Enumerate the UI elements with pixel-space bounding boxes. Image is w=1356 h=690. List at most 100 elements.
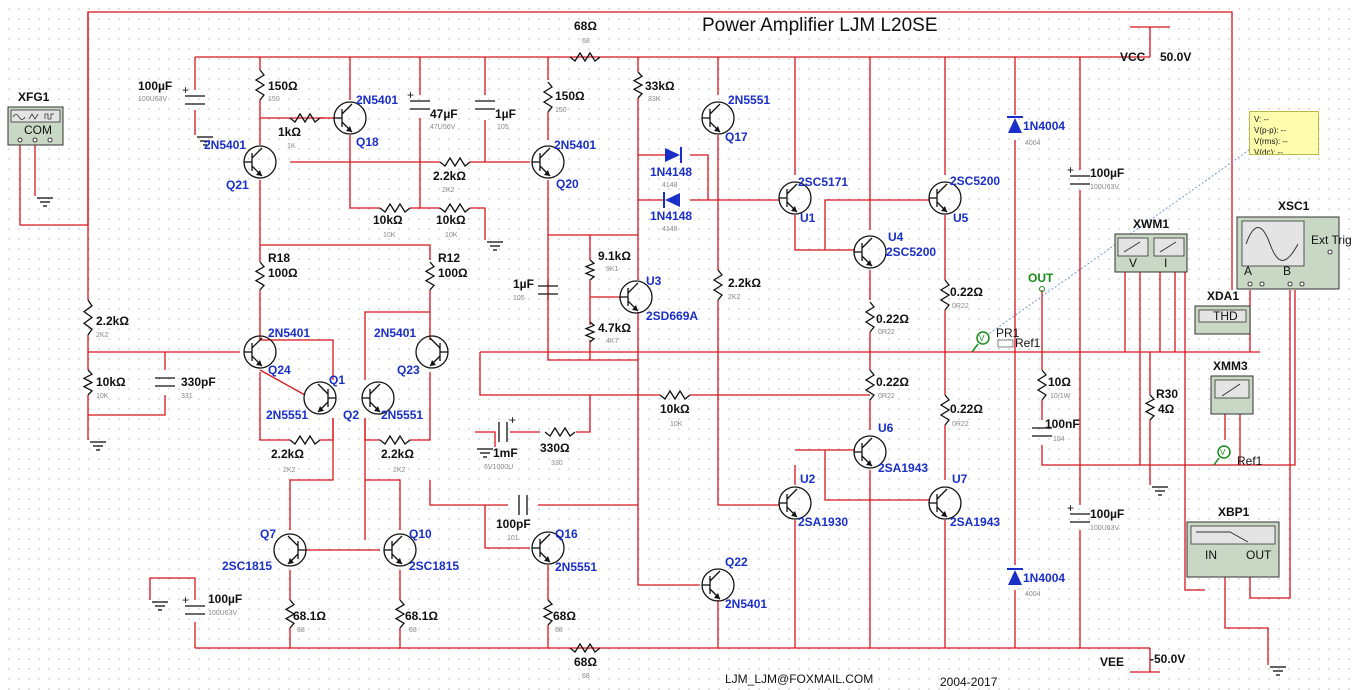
transistor-q20 [531, 145, 565, 179]
svg-text:100U63V: 100U63V [1090, 525, 1120, 532]
transistor-q21 [243, 145, 277, 179]
c-330p [155, 377, 175, 387]
r-022-b [939, 279, 951, 311]
svg-text:68Ω: 68Ω [553, 609, 576, 623]
svg-text:68: 68 [555, 627, 563, 634]
r-10k-fb [659, 389, 691, 401]
vcc-label: VCC [1120, 50, 1146, 64]
svg-text:Q22: Q22 [725, 555, 748, 569]
out-node-marker [1039, 286, 1045, 292]
r-68-c [542, 599, 554, 626]
multimeter-xmm3[interactable]: XMM3 [1210, 359, 1254, 415]
svg-text:2N5401: 2N5401 [268, 326, 310, 340]
svg-text:R30: R30 [1156, 387, 1178, 401]
svg-text:2K2: 2K2 [393, 467, 406, 474]
svg-text:1mF: 1mF [493, 446, 518, 460]
diode-1n4148-a [665, 147, 682, 163]
vcc-value: 50.0V [1160, 50, 1191, 64]
svg-text:V: V [1129, 256, 1137, 270]
diode-1n4004-b [1007, 568, 1023, 585]
svg-text:IN: IN [1205, 548, 1217, 562]
transistor-u2 [778, 486, 812, 520]
r-2k2-b [289, 434, 321, 446]
transistor-u1 [778, 181, 812, 215]
c-bot-100u: + [182, 593, 205, 615]
svg-text:150Ω: 150Ω [555, 89, 585, 103]
c-100n [1032, 427, 1052, 437]
svg-text:105: 105 [497, 124, 509, 131]
svg-text:100µF: 100µF [208, 592, 242, 606]
svg-text:Ref1: Ref1 [1015, 336, 1041, 350]
svg-text:V: V [1220, 448, 1226, 457]
wires [19, 11, 1296, 673]
probe-vpp: V(p-p): -- [1254, 126, 1286, 135]
svg-text:U6: U6 [878, 421, 894, 435]
svg-text:68: 68 [582, 673, 590, 680]
svg-text:0.22Ω: 0.22Ω [876, 312, 909, 326]
r-2k2-c [379, 434, 411, 446]
transistor-q24 [243, 335, 277, 369]
svg-text:2N5401: 2N5401 [725, 597, 767, 611]
probe-pr1[interactable]: V PR1 Ref1 [971, 326, 1041, 353]
vee-value: -50.0V [1150, 652, 1185, 666]
bode-plotter-xbp1[interactable]: XBP1 IN OUT [1186, 505, 1280, 578]
svg-text:OUT: OUT [1246, 548, 1272, 562]
r18 [254, 261, 266, 291]
transistor-q18 [333, 101, 367, 135]
svg-text:V: V [979, 334, 985, 343]
svg-text:68: 68 [297, 627, 305, 634]
probe-ref1[interactable]: V Ref1 [1213, 445, 1263, 468]
svg-text:1N4148: 1N4148 [650, 165, 692, 179]
r-9k1 [584, 259, 596, 281]
svg-text:68Ω: 68Ω [574, 655, 597, 669]
svg-text:0.22Ω: 0.22Ω [876, 375, 909, 389]
svg-text:2N5401: 2N5401 [374, 326, 416, 340]
svg-text:100U63V: 100U63V [208, 610, 238, 617]
svg-text:Q20: Q20 [556, 177, 579, 191]
svg-text:68.1Ω: 68.1Ω [293, 609, 326, 623]
svg-text:2.2kΩ: 2.2kΩ [381, 447, 414, 461]
r-2k2-mid [712, 269, 724, 301]
svg-text:Q17: Q17 [725, 130, 748, 144]
distortion-analyzer-xda1[interactable]: XDA1 THD [1194, 289, 1251, 335]
svg-text:68: 68 [409, 627, 417, 634]
svg-text:0.22Ω: 0.22Ω [950, 402, 983, 416]
svg-text:33kΩ: 33kΩ [645, 79, 675, 93]
svg-text:1N4004: 1N4004 [1023, 119, 1065, 133]
svg-text:2SA1930: 2SA1930 [798, 515, 848, 529]
schematic-title: Power Amplifier LJM L20SE [702, 15, 938, 36]
svg-text:150Ω: 150Ω [268, 79, 298, 93]
svg-text:U3: U3 [646, 274, 662, 288]
r-022-a [864, 301, 876, 333]
footer-email: LJM_LJM@FOXMAIL.COM [725, 672, 873, 686]
c-100p [518, 495, 528, 515]
svg-text:2N5551: 2N5551 [728, 93, 770, 107]
svg-text:B: B [1283, 264, 1291, 278]
wattmeter-xwm1[interactable]: XWM1 V I [1114, 217, 1188, 273]
transistor-u5 [928, 181, 962, 215]
c-1u-b [538, 285, 558, 295]
oscilloscope-xsc1[interactable]: XSC1 Ext Trig A B [1236, 199, 1352, 290]
r-4k7 [584, 321, 596, 343]
svg-text:104: 104 [1053, 436, 1065, 443]
r-68-1b [394, 599, 406, 629]
svg-text:+: + [1067, 501, 1074, 515]
svg-text:4Ω: 4Ω [1158, 402, 1175, 416]
r-330 [544, 426, 576, 438]
svg-text:4.7kΩ: 4.7kΩ [598, 321, 631, 335]
svg-text:2N5551: 2N5551 [266, 408, 308, 422]
c-47u: + [407, 88, 430, 110]
transistor-q17 [701, 101, 735, 135]
transistor-q22 [701, 568, 735, 602]
svg-text:2SD669A: 2SD669A [646, 309, 698, 323]
svg-text:2SA1943: 2SA1943 [878, 461, 928, 475]
transistor-u3 [619, 280, 653, 314]
svg-text:COM: COM [24, 123, 52, 137]
svg-text:100µF: 100µF [138, 79, 172, 93]
function-generator-xfg1[interactable]: XFG1 COM [7, 90, 64, 146]
r-10k-a [379, 202, 411, 214]
svg-text:Q24: Q24 [268, 363, 291, 377]
svg-text:Ref1: Ref1 [1237, 454, 1263, 468]
